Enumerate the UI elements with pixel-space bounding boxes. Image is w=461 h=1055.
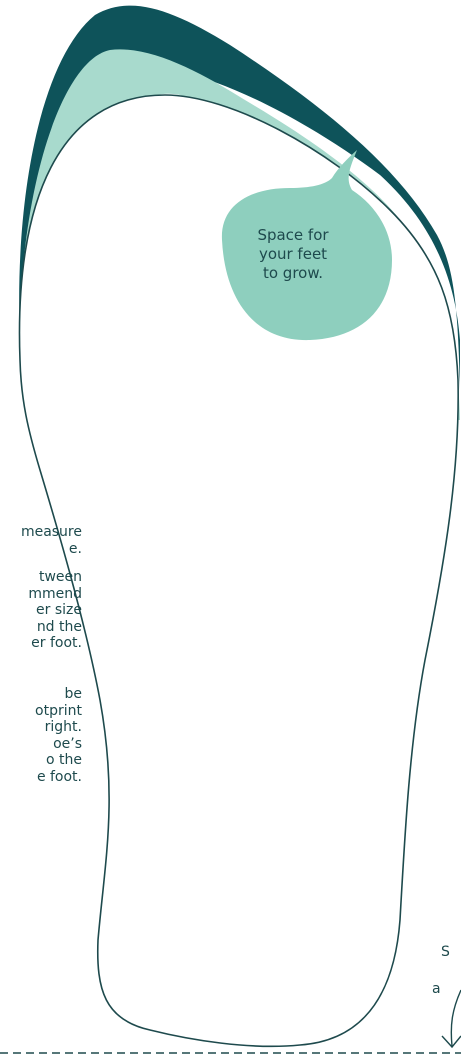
note-line: a bbox=[432, 980, 461, 999]
note-line: o the bbox=[0, 752, 82, 769]
note-line: er size bbox=[0, 602, 82, 619]
note-line: e. bbox=[0, 541, 82, 558]
note-line: oe’s bbox=[0, 736, 82, 753]
right-note: S bbox=[441, 943, 461, 962]
left-note-measure: measure e. bbox=[0, 524, 82, 557]
bubble-text: Space for your feet to grow. bbox=[226, 226, 360, 283]
left-note-between-sizes: tween mmend er size nd the er foot. bbox=[0, 569, 82, 652]
note-line: be bbox=[0, 686, 82, 703]
bubble-line: to grow. bbox=[226, 264, 360, 283]
bubble-line: Space for bbox=[226, 226, 360, 245]
note-line: mmend bbox=[0, 586, 82, 603]
note-line: measure bbox=[0, 524, 82, 541]
bubble-line: your feet bbox=[226, 245, 360, 264]
note-line: tween bbox=[0, 569, 82, 586]
note-line: right. bbox=[0, 719, 82, 736]
note-line: e foot. bbox=[0, 769, 82, 786]
right-note-second: a bbox=[432, 980, 461, 999]
note-line: S bbox=[441, 943, 461, 962]
left-note-footprint: be otprint right. oe’s o the e foot. bbox=[0, 686, 82, 785]
note-line: nd the bbox=[0, 619, 82, 636]
note-line: er foot. bbox=[0, 635, 82, 652]
note-line: otprint bbox=[0, 703, 82, 720]
